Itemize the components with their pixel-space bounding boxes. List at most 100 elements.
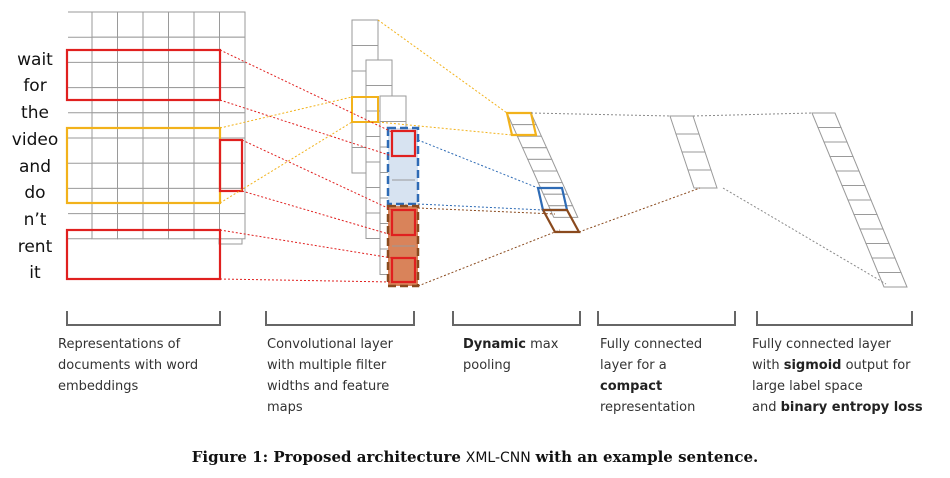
embedding-cell — [219, 87, 246, 114]
embedding-cell — [168, 11, 195, 38]
embedding-cell — [117, 187, 144, 215]
pooling-cell — [521, 147, 553, 160]
embedding-cell — [219, 187, 246, 215]
label-line: embeddings — [58, 379, 139, 394]
embedding-cell — [91, 213, 118, 240]
embedding-cell — [219, 36, 246, 63]
pooling-cell — [542, 193, 574, 207]
label-line: large label space — [752, 379, 863, 394]
output-cell — [877, 272, 908, 288]
diagram-canvas — [65, 11, 913, 326]
filter-box-side — [218, 138, 244, 193]
embedding-cell — [219, 213, 246, 240]
label-line: pooling — [463, 358, 511, 373]
connector-line — [219, 229, 393, 259]
output-cell — [829, 156, 860, 172]
compact-cell — [669, 115, 700, 135]
embedding-cell — [117, 137, 144, 164]
embedding-cell — [142, 112, 169, 139]
sentence-word: and — [19, 157, 51, 177]
caption-prefix: Figure 1: Proposed architecture — [191, 448, 461, 466]
connector-line — [417, 207, 556, 215]
embedding-cell — [142, 187, 169, 215]
label-line: widths and feature — [267, 379, 390, 394]
embedding-cell — [168, 112, 195, 139]
stage-bracket — [265, 311, 415, 326]
output-cell — [835, 170, 866, 186]
sentence-word: wait — [17, 50, 53, 70]
output-cell — [853, 214, 884, 230]
connector-line — [377, 121, 513, 136]
sentence-word: video — [11, 130, 59, 150]
connector-line — [219, 121, 353, 204]
compact-cell — [681, 151, 712, 171]
embedding-cell — [193, 11, 220, 38]
pooling-cell — [516, 135, 548, 149]
embedding-cell — [193, 137, 220, 164]
pooling-cell — [547, 205, 579, 218]
caption-model: XML-CNN — [465, 450, 531, 466]
connector-line — [578, 187, 701, 233]
embedding-cell — [168, 61, 195, 89]
compact-cell — [675, 133, 706, 153]
label-line: documents with word — [58, 358, 199, 373]
embedding-cell — [219, 162, 246, 189]
sentence-word: rent — [17, 237, 53, 257]
embedding-cell — [142, 61, 169, 89]
feature-map-cell — [365, 59, 393, 86]
embedding-cell — [91, 162, 118, 189]
stage-bracket — [597, 311, 736, 326]
label-line: compact — [600, 379, 663, 394]
pooling-cell — [532, 170, 563, 184]
label-line: Fully connected layer — [752, 337, 891, 352]
connector-line — [530, 112, 671, 117]
label-line: maps — [267, 400, 303, 415]
sentence-word: the — [21, 103, 49, 123]
embedding-cell — [168, 137, 195, 164]
embedding-cell — [193, 162, 220, 189]
embedding-cell — [91, 61, 118, 89]
label-line: Fully connected — [600, 337, 703, 352]
embedding-cell — [193, 213, 220, 240]
output-cell — [859, 228, 890, 244]
filter-box-top — [65, 48, 222, 102]
compact-cell — [687, 169, 718, 189]
feature-cell-red — [390, 129, 417, 158]
embedding-cell — [117, 112, 144, 139]
embedding-cell — [142, 162, 169, 189]
embedding-cell — [219, 61, 246, 89]
embedding-cell — [168, 213, 195, 240]
connector-line — [219, 278, 393, 283]
filter-box-bottom — [65, 228, 222, 281]
output-cell — [847, 199, 878, 215]
stage-bracket — [452, 311, 581, 326]
figure-caption: Figure 1: Proposed architecture XML-CNN … — [0, 448, 950, 466]
embedding-cell — [117, 162, 144, 189]
feature-highlight-yellow — [351, 96, 379, 123]
connector-line — [377, 19, 508, 114]
label-line: with multiple filter — [267, 358, 387, 373]
embedding-cell — [219, 11, 246, 38]
embedding-cell — [193, 112, 220, 139]
stage-bracket — [66, 311, 221, 326]
pooled-yellow — [505, 111, 538, 137]
connector-line — [692, 112, 813, 117]
embedding-cell — [117, 11, 144, 38]
sentence-word: it — [29, 263, 41, 283]
label-line: representation — [600, 400, 696, 415]
caption-suffix: with an example sentence. — [535, 448, 759, 466]
connector-line — [417, 139, 539, 189]
output-cell — [817, 127, 848, 143]
label-line: and binary entropy loss — [752, 400, 923, 415]
embedding-cell — [193, 61, 220, 89]
embedding-cell — [117, 213, 144, 240]
embedding-cell — [142, 137, 169, 164]
embedding-cell — [117, 61, 144, 89]
output-cell — [841, 185, 872, 201]
feature-map-cell — [351, 19, 379, 46]
label-line: with sigmoid output for — [752, 358, 911, 373]
